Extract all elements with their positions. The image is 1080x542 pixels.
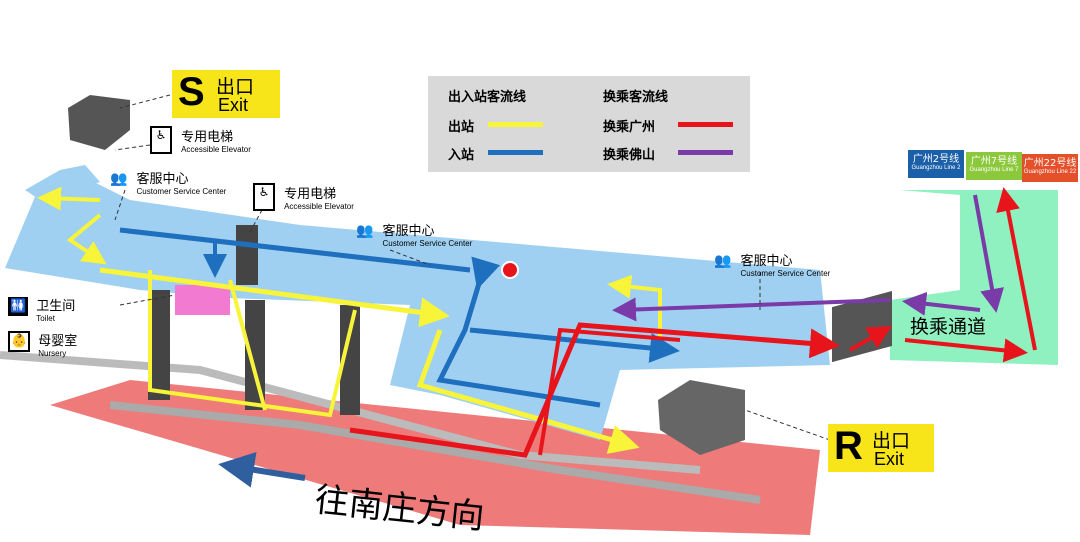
label-en: Accessible Elevator bbox=[284, 202, 354, 211]
leader-lines bbox=[114, 94, 831, 441]
train-track bbox=[109, 401, 761, 504]
label-cn: 客服中心 bbox=[382, 224, 435, 239]
transfer-guangzhou-flow bbox=[849, 326, 892, 352]
exit-flow bbox=[66, 213, 107, 265]
legend: 出入站客流线 换乘客流线 出站 入站 换乘广州 换乘佛山 bbox=[428, 76, 750, 172]
toilet-block bbox=[175, 285, 230, 315]
label-en: Accessible Elevator bbox=[181, 145, 251, 154]
label-cn: 卫生间 bbox=[36, 299, 76, 314]
label-cn: 专用电梯 bbox=[181, 130, 234, 145]
line-name-cn: 广州22号线 bbox=[1023, 158, 1077, 169]
label-en: Customer Service Center bbox=[136, 187, 227, 196]
line-name-cn: 广州2号线 bbox=[912, 154, 960, 165]
exit-flow bbox=[607, 274, 662, 340]
service-desk-icon: 👥 bbox=[714, 253, 732, 269]
legend-group-in-out: 出入站客流线 bbox=[448, 90, 527, 105]
enter-flow bbox=[119, 227, 471, 273]
service-desk-icon: 👥 bbox=[356, 223, 374, 239]
legend-enter: 入站 bbox=[448, 148, 475, 163]
location-pin-icon bbox=[501, 261, 519, 279]
legend-group-transfer: 换乘客流线 bbox=[603, 90, 669, 105]
label-en: Toilet bbox=[36, 314, 55, 323]
transfer-area bbox=[890, 190, 1058, 365]
line-name-cn: 广州7号线 bbox=[970, 156, 1018, 167]
enter-flow bbox=[436, 256, 601, 408]
legend-transfer-foshan: 换乘佛山 bbox=[603, 148, 656, 163]
exit-flow bbox=[37, 186, 101, 211]
line-name-en: Guangzhou Line 7 bbox=[969, 167, 1019, 173]
label-en: Nursery bbox=[38, 349, 67, 358]
exit-cn: 出口 bbox=[872, 430, 911, 452]
exit-letter: S bbox=[178, 70, 205, 114]
exit-r-building bbox=[658, 380, 745, 455]
enter-flow bbox=[469, 327, 680, 363]
nursery-icon: 👶 bbox=[8, 331, 31, 352]
label-cn: 客服中心 bbox=[136, 172, 189, 187]
label-en: Customer Service Center bbox=[382, 239, 473, 248]
legend-exit-swatch bbox=[488, 122, 543, 127]
legend-exit: 出站 bbox=[448, 120, 475, 135]
exit-s-sign: S 出口 Exit bbox=[172, 70, 280, 118]
exit-flow bbox=[148, 270, 357, 418]
pillar bbox=[148, 290, 170, 400]
transfer-guangzhou-flow bbox=[538, 327, 681, 456]
pillar bbox=[245, 300, 265, 410]
transfer-guangzhou-flow bbox=[996, 187, 1037, 351]
elevator-icon: ♿ bbox=[253, 183, 275, 211]
label-cn: 母婴室 bbox=[38, 334, 78, 349]
legend-transfer-guangzhou: 换乘广州 bbox=[603, 120, 656, 135]
exit-en: Exit bbox=[218, 95, 249, 115]
exit-s-building bbox=[68, 95, 130, 150]
direction-arrow-icon bbox=[218, 452, 306, 488]
line-name-en: Guangzhou Line 22 bbox=[1023, 169, 1077, 175]
exit-en: Exit bbox=[874, 449, 905, 469]
legend-transfer-guangzhou-swatch bbox=[678, 122, 733, 127]
label-en: Customer Service Center bbox=[740, 269, 831, 278]
transfer-foshan-flow bbox=[612, 297, 891, 322]
exit-cn: 出口 bbox=[216, 76, 255, 98]
transfer-guangzhou-flow bbox=[349, 322, 840, 458]
legend-enter-swatch bbox=[488, 150, 543, 155]
label-cn: 专用电梯 bbox=[284, 187, 337, 202]
transfer-foshan-flow bbox=[902, 291, 981, 316]
label-cn: 客服中心 bbox=[740, 254, 793, 269]
legend-transfer-foshan-swatch bbox=[678, 150, 733, 155]
transfer-foshan-flow bbox=[973, 194, 1004, 313]
exit-flow bbox=[99, 267, 450, 328]
toilet-icon: 🚻 bbox=[8, 297, 29, 316]
exit-flow bbox=[228, 279, 267, 411]
transfer-passage-label: 换乘通道 bbox=[910, 316, 987, 338]
pillar bbox=[340, 305, 360, 415]
elevator-icon: ♿ bbox=[150, 126, 172, 154]
transfer-guangzhou-flow bbox=[904, 338, 1028, 363]
exit-letter: R bbox=[834, 424, 863, 468]
pillar bbox=[236, 225, 258, 285]
service-desk-icon: 👥 bbox=[110, 171, 128, 187]
exit-r-sign: R 出口 Exit bbox=[828, 424, 934, 472]
line-name-en: Guangzhou Line 2 bbox=[911, 165, 961, 171]
exit-flow bbox=[416, 329, 640, 454]
